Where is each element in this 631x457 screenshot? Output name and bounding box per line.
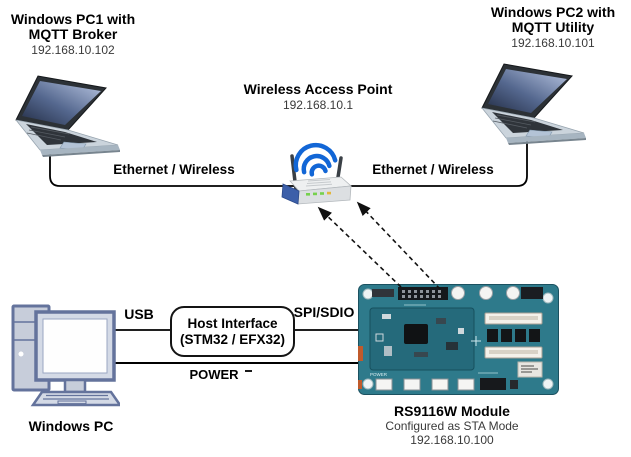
host-interface-line2: (STM32 / EFX32)	[179, 331, 286, 347]
host-pc-label: Windows PC	[28, 418, 114, 434]
link-label-pc2-ap: Ethernet / Wireless	[372, 162, 494, 177]
pc2-ip: 192.168.10.101	[511, 36, 595, 50]
pc2-title-line1: Windows PC2 with	[490, 4, 616, 20]
access-point-label: Wireless Access Point 192.168.10.1	[238, 81, 398, 113]
rs9116w-ip: 192.168.10.100	[410, 433, 494, 447]
desktop-pc-icon	[8, 298, 123, 413]
wireless-access-point-icon	[280, 134, 354, 211]
power-link-label: POWER	[189, 367, 239, 382]
pc1-title-line1: Windows PC1 with	[10, 11, 136, 27]
access-point-ip: 192.168.10.1	[282, 98, 354, 112]
pc1-laptop-icon	[2, 70, 122, 167]
host-interface-box: Host Interface (STM32 / EFX32)	[170, 306, 295, 357]
small-dash-mark	[245, 370, 252, 372]
pc2-laptop-icon	[468, 58, 588, 155]
pc1-ip: 192.168.10.102	[31, 43, 115, 57]
pc2-title-line2: MQTT Utility	[511, 19, 595, 35]
rs9116w-board-image: POWER	[358, 284, 559, 400]
spi-sdio-link-label: SPI/SDIO	[293, 304, 355, 320]
rs9116w-mode: Configured as STA Mode	[385, 419, 519, 433]
rs9116w-label: RS9116W Module Configured as STA Mode 19…	[357, 403, 547, 447]
svg-text:POWER: POWER	[370, 372, 388, 377]
usb-link-label: USB	[124, 306, 154, 322]
wifi-arcs-icon	[293, 142, 338, 177]
access-point-title: Wireless Access Point	[243, 81, 393, 97]
pc1-label: Windows PC1 with MQTT Broker 192.168.10.…	[2, 11, 144, 58]
link-label-pc1-ap: Ethernet / Wireless	[113, 162, 235, 177]
host-interface-line1: Host Interface	[187, 315, 278, 331]
pc1-title-line2: MQTT Broker	[28, 26, 118, 42]
pc2-label: Windows PC2 with MQTT Utility 192.168.10…	[478, 4, 628, 51]
rs9116w-title: RS9116W Module	[394, 403, 510, 419]
